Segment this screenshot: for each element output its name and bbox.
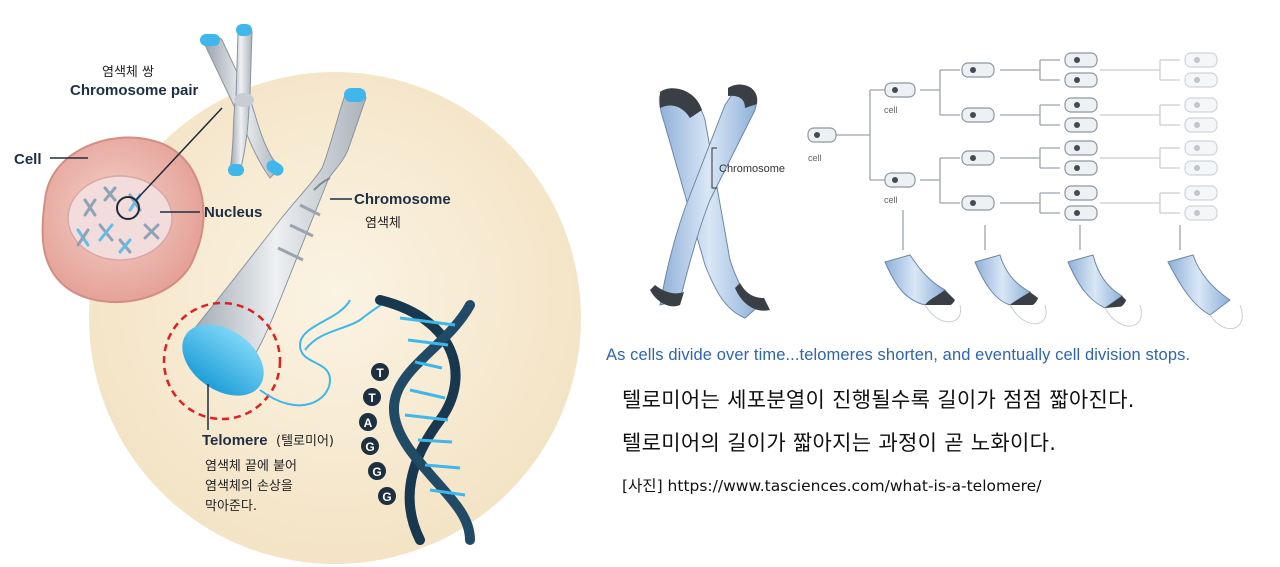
base-letter: A: [364, 416, 373, 430]
base-letter: G: [365, 440, 374, 454]
base-letter: G: [382, 490, 391, 504]
base-letter: G: [372, 465, 381, 479]
image-source: [사진] https://www.tasciences.com/what-is-…: [622, 477, 1042, 495]
background-circle: [89, 72, 581, 564]
nucleus-zoom-circle: [116, 196, 140, 220]
cell-nuclei: [814, 57, 1080, 216]
base-letter: T: [368, 391, 376, 405]
chromosome-label-en: Chromosome: [354, 191, 451, 208]
base-letter: T: [376, 366, 384, 380]
telomere-description-line: 막아준다.: [205, 499, 257, 514]
cell-label: Cell: [14, 151, 42, 168]
telomere-description-line: 염색체의 손상을: [205, 479, 293, 494]
telomere-label-en: Telomere: [202, 432, 268, 449]
telomere-description-line: 염색체 끝에 붙어: [205, 459, 297, 474]
chromosome-pair-shape: [200, 24, 284, 179]
telomere-cap: [182, 324, 264, 396]
cell-label-small: cell: [884, 105, 898, 115]
right-chromosome-x: [650, 84, 770, 319]
diagram-caption: As cells divide over time...telomeres sh…: [606, 346, 1191, 364]
cell-label-small: cell: [884, 195, 898, 205]
telomere-label-ko: (텔로미어): [276, 434, 334, 449]
telomere-highlight-circle: [162, 301, 282, 421]
cell-icons: [807, 52, 1098, 221]
chromosome-label-ko: 염색체: [365, 216, 401, 231]
telomere-segments: [884, 254, 1243, 330]
right-chromosome-label: Chromosome: [719, 163, 785, 175]
cell-shape: [41, 136, 205, 304]
dna-base-letters: T T A G G G: [359, 363, 396, 505]
cell-label-small: cell: [808, 153, 822, 163]
chromosome-pair-label-ko: 염색체 쌍: [102, 65, 154, 80]
explanation-line-1: 텔로미어는 세포분열이 진행될수록 길이가 점점 짧아진다.: [622, 388, 1135, 412]
dna-double-helix: [375, 295, 475, 545]
chromosome-bracket: [711, 147, 717, 189]
zoom-pointer-line: [135, 107, 223, 201]
cell-division-tree: [836, 59, 1181, 250]
chromosome-pair-label-en: Chromosome pair: [70, 82, 199, 99]
explanation-line-2: 텔로미어의 길이가 짧아지는 과정이 곧 노화이다.: [622, 431, 1057, 455]
nucleus-label: Nucleus: [204, 204, 262, 221]
cell-icons-faded: [1184, 52, 1218, 221]
